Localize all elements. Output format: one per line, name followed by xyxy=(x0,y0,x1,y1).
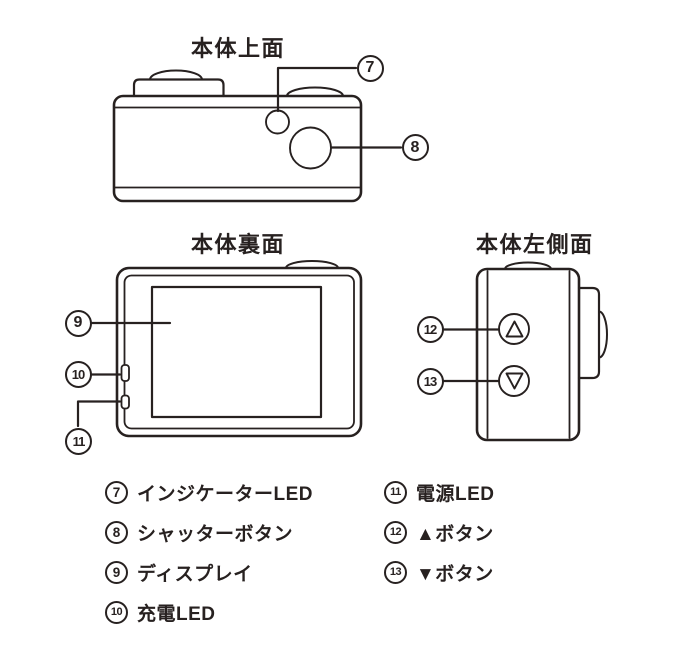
back-view-drawing xyxy=(76,260,363,438)
callout-badge-12: 12 xyxy=(416,316,444,343)
charge-led xyxy=(120,364,130,382)
legend-row-display: 9 ディスプレイ xyxy=(105,559,253,586)
side-view-top-dome xyxy=(504,261,552,270)
side-view-body xyxy=(475,267,581,442)
legend-row-down-button: 13 ▼ボタン xyxy=(384,559,494,586)
legend-label-power-led: 電源LED xyxy=(416,484,495,505)
legend-badge-12: 12 xyxy=(384,521,407,544)
callout-badge-9: 9 xyxy=(64,309,92,337)
legend-label-display: ディスプレイ xyxy=(137,564,253,585)
top-view-body xyxy=(112,94,363,203)
back-view-lens-dome xyxy=(285,260,339,269)
up-triangle-icon xyxy=(505,320,524,338)
up-button xyxy=(498,313,530,345)
down-triangle-icon xyxy=(505,372,524,390)
callout-badge-8: 8 xyxy=(401,134,429,161)
back-view-title: 本体裏面 xyxy=(191,232,286,257)
callout-badge-13: 13 xyxy=(416,367,444,395)
legend-badge-10: 10 xyxy=(105,601,128,624)
callout-badge-10: 10 xyxy=(64,361,92,388)
callout-line-7 xyxy=(276,66,358,113)
top-view-drawing xyxy=(112,66,403,203)
top-view-rear-dome xyxy=(286,86,344,97)
legend-badge-9: 9 xyxy=(105,561,128,584)
side-view-lens-barrel xyxy=(577,286,601,380)
side-view-lens-glass xyxy=(598,310,608,359)
legend-label-shutter-button: シャッターボタン xyxy=(137,524,294,545)
top-view-lens-bump xyxy=(132,78,225,98)
top-view-lens-dome xyxy=(149,69,203,81)
legend-label-down-button: ▼ボタン xyxy=(416,564,494,585)
top-view-title: 本体上面 xyxy=(191,36,286,61)
back-view-inner-edge xyxy=(123,274,355,430)
legend-badge-13: 13 xyxy=(384,561,407,584)
legend-row-power-led: 11 電源LED xyxy=(384,479,495,506)
legend-label-charge-led: 充電LED xyxy=(137,604,216,625)
legend-label-up-button: ▲ボタン xyxy=(416,524,494,545)
legend-badge-11: 11 xyxy=(384,481,407,504)
back-view-body xyxy=(115,266,363,438)
legend-badge-8: 8 xyxy=(105,521,128,544)
legend-row-up-button: 12 ▲ボタン xyxy=(384,519,494,546)
shutter-button xyxy=(289,126,332,170)
indicator-led xyxy=(265,109,290,135)
display-screen xyxy=(150,285,323,419)
callout-badge-11: 11 xyxy=(65,427,92,455)
legend-badge-7: 7 xyxy=(105,481,128,504)
callout-line-11 xyxy=(76,400,122,428)
legend-row-charge-led: 10 充電LED xyxy=(105,599,216,626)
side-view-title: 本体左側面 xyxy=(476,232,594,257)
callout-badge-7: 7 xyxy=(356,54,384,82)
legend-label-indicator-led: インジケーターLED xyxy=(137,484,314,505)
down-button xyxy=(498,365,530,397)
side-view-drawing xyxy=(442,261,608,442)
legend-row-indicator-led: 7 インジケーターLED xyxy=(105,479,313,506)
power-led xyxy=(120,394,130,410)
legend-row-shutter-button: 8 シャッターボタン xyxy=(105,519,293,546)
